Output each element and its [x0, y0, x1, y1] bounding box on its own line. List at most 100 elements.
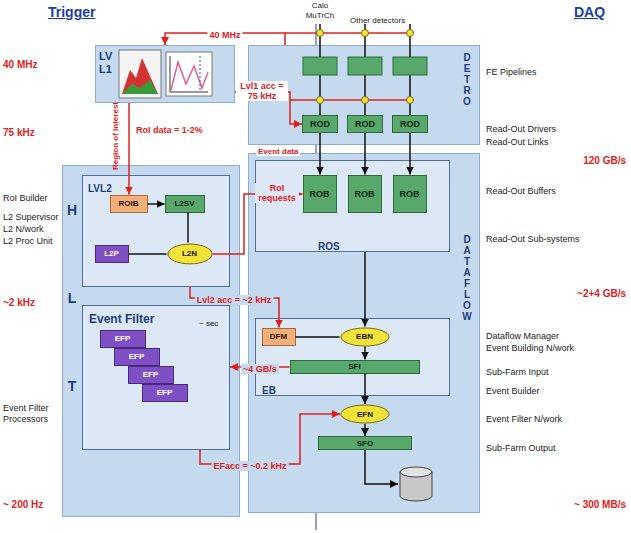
- component-box: DFM: [262, 328, 296, 346]
- plot-picture: [166, 52, 212, 96]
- processor-box: EFP: [100, 330, 146, 348]
- text-holder: RoI Builder: [3, 187, 48, 205]
- data-arrow: [187, 213, 189, 243]
- junction-dot: [362, 30, 369, 37]
- junction-dot: [317, 97, 324, 104]
- box-label: ROD: [400, 119, 420, 129]
- detector-line: [409, 24, 411, 57]
- box-label: EBN: [356, 332, 373, 341]
- database-top: [400, 467, 432, 477]
- rate-label: EFacc = ~0.2 kHz: [211, 461, 288, 471]
- box-label: EFP: [157, 388, 173, 397]
- text-holder: DAQ: [574, 3, 605, 21]
- data-arrow: [364, 347, 366, 360]
- data-arrow: [364, 424, 366, 436]
- component-box: ROIB: [110, 195, 148, 213]
- network-node: EFN: [340, 404, 390, 424]
- text-holder: Region of Interest: [104, 102, 122, 170]
- box-label: ROD: [355, 119, 375, 129]
- component-name: L2 Proc Unit: [3, 236, 53, 246]
- detector-line: [319, 24, 321, 57]
- processor-box: EFP: [128, 366, 174, 384]
- box-title: Event Filter: [89, 312, 154, 326]
- box-label: EFP: [143, 370, 159, 379]
- component-name: Read-Out Sub-systems: [486, 234, 580, 244]
- text-holder: LVL2: [88, 178, 112, 196]
- fe-pipeline-box: [348, 57, 382, 75]
- network-node: EBN: [340, 327, 390, 347]
- plot-axis: [170, 92, 208, 93]
- accept-line: [290, 99, 410, 101]
- text-holder: Dataflow Manager: [486, 325, 559, 343]
- component-name: L2 N/work: [3, 224, 44, 234]
- box-label: L2N: [182, 249, 197, 258]
- text-holder: Event Filter Processors: [3, 403, 59, 425]
- data-arrow: [364, 374, 366, 405]
- text-holder: Read-Out Drivers: [486, 118, 556, 136]
- system-panel: DATAFLOW ROSROBROBROB EB DFM EBN SFI EFN SFO: [248, 153, 480, 513]
- component-name: Read-Out Drivers: [486, 124, 556, 134]
- rate-label: Lvl1 acc = 75 kHz: [236, 81, 288, 101]
- component-name: RoI Builder: [3, 193, 48, 203]
- plot-threshold: [200, 56, 201, 92]
- bandwidth-value: 120 GB/s: [583, 155, 626, 166]
- text-holder: RoI data = 1-2%: [134, 119, 205, 137]
- text-holder: FE Pipelines: [486, 61, 537, 79]
- section-title: Trigger: [48, 4, 95, 20]
- component-name: Read-Out Buffers: [486, 186, 556, 196]
- processor-box: EFP: [114, 348, 160, 366]
- text-holder: Sub-Farm Output: [486, 437, 556, 455]
- data-arrow: [129, 253, 167, 255]
- plot-axis: [170, 56, 171, 92]
- text-holder: Lvl1 acc = 75 kHz: [236, 81, 288, 103]
- energy-deposit: [122, 80, 158, 94]
- plot-curve: [171, 62, 208, 90]
- text-holder: HLT: [65, 166, 79, 430]
- rate-label: RoI data = 1-2%: [134, 125, 205, 135]
- text-holder: Read-Out Sub-systems: [486, 228, 580, 246]
- text-holder: DATAFLOW: [462, 234, 472, 322]
- data-arrow: [364, 133, 366, 175]
- text-holder: 40 MHz: [207, 24, 242, 42]
- data-arrow: [296, 336, 340, 338]
- box-label: EFP: [115, 334, 131, 343]
- detector-name: Calo MuTrCh: [298, 1, 342, 21]
- pipeline-line: [364, 75, 366, 115]
- box-label: L2SV: [174, 199, 194, 208]
- rate-label: Lvl2 acc = ~2 kHz: [195, 295, 274, 305]
- data-arrow: [409, 133, 411, 175]
- rate-value: 40 MHz: [3, 59, 37, 70]
- box-title: EB: [262, 385, 276, 396]
- flow-note: Event data: [256, 147, 300, 156]
- ellipse-shape: [341, 328, 389, 346]
- subsystem-box: EB DFM EBN SFI: [255, 318, 450, 396]
- box-label: ROIB: [119, 199, 139, 208]
- subsystem-box: Event Filter~ secEFPEFPEFPEFP: [82, 305, 230, 450]
- text-holder: ~2 kHz: [3, 292, 35, 310]
- data-arrow: [148, 203, 165, 205]
- component-box: ROD: [392, 115, 428, 133]
- component-name: FE Pipelines: [486, 67, 537, 77]
- junction-dot: [317, 30, 324, 37]
- ellipse-shape: [167, 244, 211, 264]
- pipeline-line: [319, 75, 321, 115]
- component-name: Dataflow Manager: [486, 331, 559, 341]
- text-holder: Trigger: [48, 3, 95, 21]
- component-name: Event Filter Processors: [3, 403, 59, 425]
- subsystem-box: ROSROBROBROB: [255, 160, 450, 252]
- component-name: Sub-Farm Input: [486, 367, 549, 377]
- box-title: LV L1: [99, 50, 118, 76]
- text-holder: Other detectors: [350, 9, 405, 27]
- box-label: EFN: [357, 410, 373, 419]
- farm-bar: SFO: [318, 436, 412, 450]
- box-title: LVL2: [88, 183, 112, 194]
- component-box: L2SV: [165, 195, 205, 213]
- component-box: ROB: [393, 175, 427, 213]
- component-name: Event Builder: [486, 386, 540, 396]
- farm-bar: SFI: [290, 360, 420, 374]
- detector-line: [364, 24, 366, 57]
- text-holder: ~ 300 MB/s: [540, 494, 626, 512]
- data-arrow: [364, 252, 366, 327]
- lvl1-pictures: [119, 50, 212, 98]
